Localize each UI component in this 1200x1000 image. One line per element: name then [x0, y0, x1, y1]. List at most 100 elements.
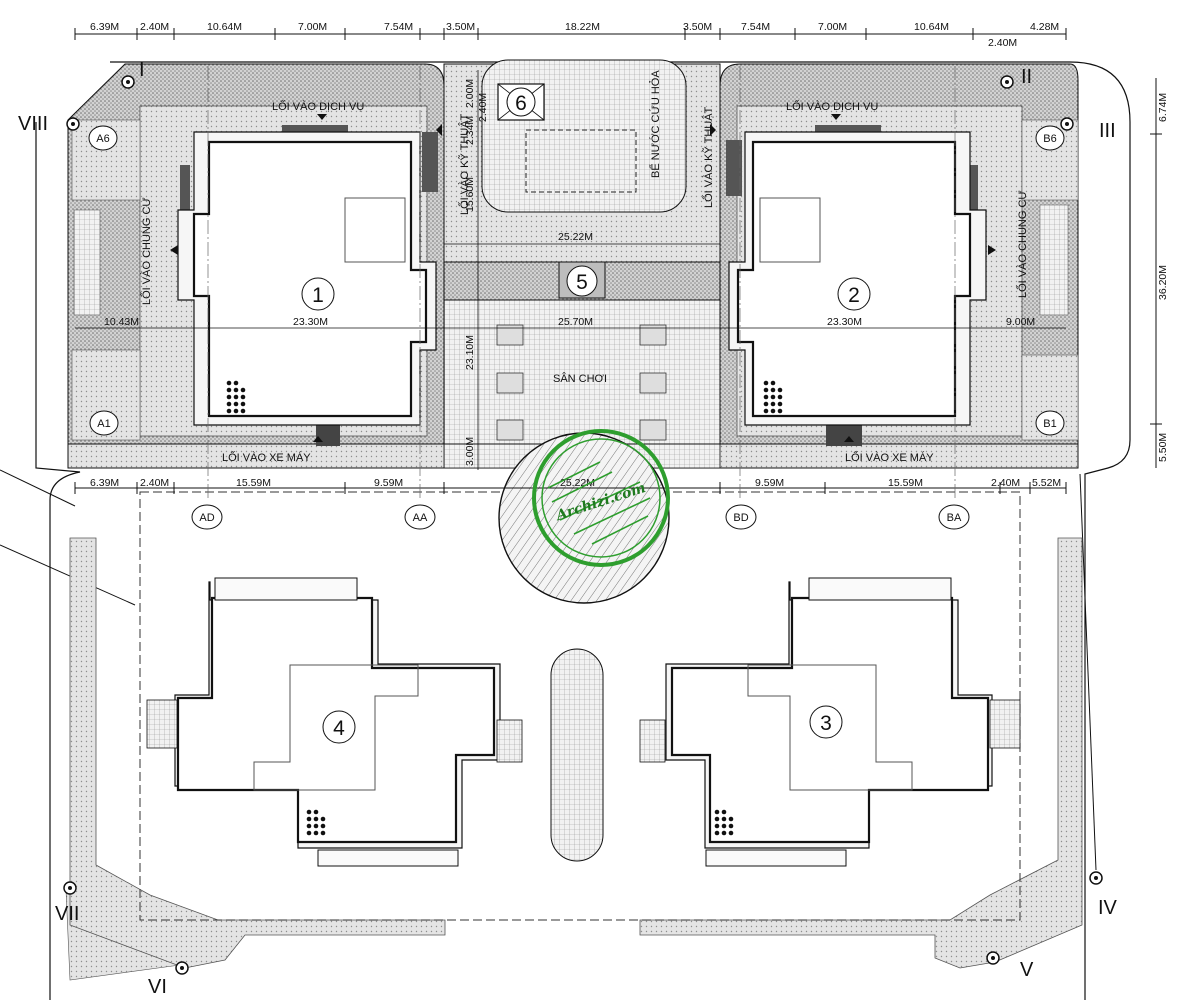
svg-text:BD: BD — [733, 512, 748, 524]
svg-text:VII: VII — [55, 903, 79, 925]
dim-v-1560: 15.60M — [464, 177, 476, 212]
dim-right-2: 36.20M — [1157, 265, 1169, 300]
svg-text:A1: A1 — [97, 418, 110, 430]
building-6: 6 — [497, 83, 545, 121]
survey-point-iii: III — [1060, 117, 1116, 142]
dim-2330-left: 23.30M — [293, 316, 328, 328]
dim-2330-right: 23.30M — [827, 316, 862, 328]
axis-aa: AA — [404, 504, 436, 530]
dim-top-12: 4.28M — [1030, 21, 1059, 33]
building-5-number: 5 — [576, 271, 588, 294]
survey-point-vii: VII — [55, 881, 79, 925]
axis-b1: B1 — [1035, 410, 1065, 436]
dim-top-11: 10.64M — [914, 21, 949, 33]
svg-text:B6: B6 — [1043, 133, 1056, 145]
svg-text:IV: IV — [1098, 897, 1118, 919]
dim-top-extra: 2.40M — [988, 37, 1017, 49]
dim-top-7: 18.22M — [565, 21, 600, 33]
label-playground: SÂN CHƠI — [553, 372, 607, 385]
building-4-number: 4 — [333, 717, 345, 740]
label-tech-entry-left: LỐI VÀO KỸ THUẬT — [457, 113, 471, 215]
dim-v-200: 2.00M — [464, 79, 476, 108]
svg-text:VIII: VIII — [18, 113, 48, 135]
survey-point-i: I — [121, 59, 145, 89]
axis-bd: BD — [725, 504, 757, 530]
svg-text:I: I — [139, 59, 145, 81]
survey-point-iv: IV — [1089, 871, 1118, 919]
axis-ad: AD — [191, 504, 223, 530]
axis-b6: B6 — [1035, 125, 1065, 151]
svg-text:V: V — [1020, 959, 1034, 981]
dim-top-6: 3.50M — [446, 21, 475, 33]
dim-mid-2: 2.40M — [140, 477, 169, 489]
dim-mid-8: 2.40M — [991, 477, 1020, 489]
dim-top-1: 6.39M — [90, 21, 119, 33]
label-tech-entry-right: LỐI VÀO KỸ THUẬT — [701, 106, 715, 208]
axis-a6: A6 — [88, 125, 118, 151]
top-dimension-line: 6.39M 2.40M 10.64M 7.00M 7.54M 3.50M 18.… — [74, 21, 1067, 49]
dim-right-1: 6.74M — [1157, 93, 1169, 122]
survey-point-vi: VI — [148, 961, 189, 998]
dim-2570: 25.70M — [558, 316, 593, 328]
dim-mid-3: 15.59M — [236, 477, 271, 489]
survey-point-ii: II — [1000, 66, 1032, 89]
middle-dimension-line: 6.39M 2.40M 15.59M 9.59M 25.22M 9.59M 15… — [74, 477, 1067, 494]
building-2: 2 — [728, 131, 987, 426]
right-dimension-line: 6.74M 36.20M 5.50M — [1150, 78, 1169, 468]
dim-v-240: 2.40M — [477, 93, 489, 122]
svg-text:AD: AD — [199, 512, 214, 524]
dim-mid-7: 15.59M — [888, 477, 923, 489]
building-6-number: 6 — [515, 92, 527, 115]
label-moto-entry-right: LỐI VÀO XE MÁY — [845, 450, 934, 464]
dim-mid-6: 9.59M — [755, 477, 784, 489]
axis-ba: BA — [938, 504, 970, 530]
label-fire-tank: BỂ NƯỚC CỨU HỎA — [649, 70, 662, 178]
building-5: 5 — [558, 261, 606, 299]
svg-text:III: III — [1099, 120, 1116, 142]
entrance-arrows — [170, 114, 996, 442]
dim-top-4: 7.00M — [298, 21, 327, 33]
label-service-entry-left: LỐI VÀO DỊCH VỤ — [272, 99, 364, 113]
label-moto-entry-left: LỐI VÀO XE MÁY — [222, 450, 311, 464]
label-resident-entry-right: LỐI VÀO CHUNG CƯ — [1015, 190, 1029, 298]
building-3-number: 3 — [820, 712, 832, 735]
dim-v-234: 2.34M — [464, 116, 476, 145]
dim-right-3: 5.50M — [1157, 433, 1169, 462]
internal-dimensions: 25.22M 10.43M 23.30M 25.70M 23.30M 9.00M… — [75, 70, 1066, 470]
label-service-entry-right: LỐI VÀO DỊCH VỤ — [786, 99, 878, 113]
dim-top-2: 2.40M — [140, 21, 169, 33]
dim-mid-9: 5.52M — [1032, 477, 1061, 489]
dim-mid-4: 9.59M — [374, 477, 403, 489]
label-resident-entry-left: LỐI VÀO CHUNG CƯ — [139, 197, 153, 305]
south-zone — [65, 491, 1083, 981]
dim-900: 9.00M — [1006, 316, 1035, 328]
dim-1043: 10.43M — [104, 316, 139, 328]
dim-top-9: 7.54M — [741, 21, 770, 33]
svg-text:AA: AA — [413, 512, 428, 524]
grid-lines — [207, 66, 956, 498]
survey-point-v: V — [986, 951, 1034, 981]
svg-text:II: II — [1021, 66, 1032, 88]
building-2-number: 2 — [848, 284, 860, 307]
dim-top-8: 3.50M — [683, 21, 712, 33]
dim-mid-5: 25.22M — [560, 477, 595, 489]
svg-text:VI: VI — [148, 976, 167, 998]
svg-text:A6: A6 — [96, 133, 109, 145]
dim-top-3: 10.64M — [207, 21, 242, 33]
axis-bubbles: A6 B6 A1 B1 AD AA BD BA — [88, 125, 1065, 530]
building-1-number: 1 — [312, 284, 324, 307]
center-strip — [443, 59, 721, 445]
dim-top-10: 7.00M — [818, 21, 847, 33]
site-boundary — [35, 61, 1131, 1000]
building-3: 3 — [639, 577, 1021, 867]
axis-a1: A1 — [89, 410, 119, 436]
dim-mid-1: 6.39M — [90, 477, 119, 489]
building-1: 1 — [177, 131, 437, 426]
svg-text:BA: BA — [947, 512, 962, 524]
dim-2522-top: 25.22M — [558, 231, 593, 243]
svg-text:B1: B1 — [1043, 418, 1056, 430]
survey-points: I II III IV V VI VII VIII — [18, 59, 1118, 998]
dim-top-5: 7.54M — [384, 21, 413, 33]
building-4: 4 — [146, 577, 523, 867]
